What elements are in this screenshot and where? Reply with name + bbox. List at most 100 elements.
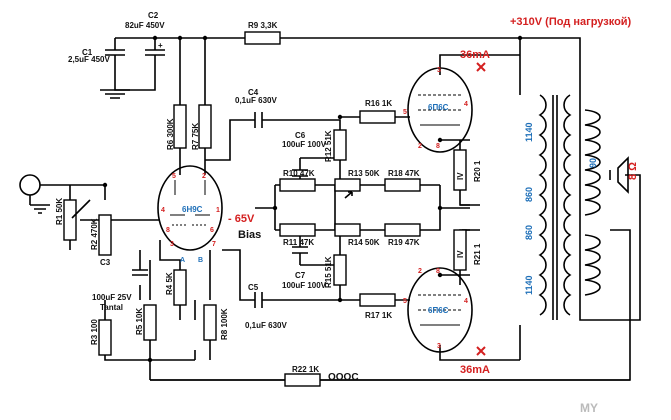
c2-value: 82uF 450V: [125, 21, 165, 30]
c5-label: C5: [248, 283, 259, 292]
R3-body: [98, 319, 112, 356]
driver-pin-1: 1: [216, 207, 220, 214]
R14-body: [334, 223, 361, 237]
supply-voltage: +310V (Под нагрузкой): [510, 16, 632, 28]
c5-value: 0,1uF 630V: [245, 321, 287, 330]
bottom-pin-4: 4: [464, 298, 468, 305]
r3-label: R3 100: [90, 319, 99, 345]
R7-body: [198, 104, 212, 149]
iv-bottom: IV: [456, 250, 465, 258]
driver-pin-4: 4: [161, 207, 165, 214]
c6-value: 100uF 100V: [282, 140, 327, 149]
feedback-label: ОООС: [328, 372, 359, 383]
driver-pin-7: 7: [212, 241, 216, 248]
current-top-label: 36mA: [460, 49, 490, 61]
winding-p3: 860: [524, 225, 534, 240]
r2-label: R2 470K: [90, 218, 99, 250]
capacitors: +: [105, 41, 308, 308]
c3-type: Tantal: [100, 303, 123, 312]
current-marks: [476, 62, 486, 356]
bottom-pin-5: 5: [403, 298, 407, 305]
c6-label: C6: [295, 131, 306, 140]
driver-pin-2: 2: [202, 173, 206, 180]
c1-label: C1: [82, 48, 93, 57]
driver-section-a: A: [180, 257, 185, 264]
c3-value: 100uF 25V: [92, 293, 132, 302]
output-tube-bottom-label: 6П6С: [428, 306, 449, 315]
driver-section-b: B: [198, 257, 203, 264]
R22-body: [284, 373, 321, 387]
r22-label: R22 1K: [292, 365, 319, 374]
output-tube-top: [407, 67, 473, 153]
output-transformer: [538, 94, 629, 320]
R6-body: [173, 104, 187, 149]
bottom-pin-3: 3: [437, 343, 441, 350]
r14-label: R14 50K: [348, 238, 380, 247]
driver-pin-6: 6: [210, 227, 214, 234]
c7-label: C7: [295, 271, 306, 280]
r15-label: R15 51K: [324, 256, 333, 288]
r18-label: R18 47K: [388, 169, 420, 178]
driver-tube-label: 6Н9С: [182, 205, 203, 214]
output-tube-bottom: [407, 267, 473, 353]
R16-body: [359, 110, 396, 124]
R10-body: [279, 178, 316, 192]
R1-body: [63, 199, 77, 241]
R21-body: [453, 229, 467, 271]
winding-p1: 1140: [524, 122, 534, 142]
resistors: [63, 31, 467, 387]
c4-value: 0,1uF 630V: [235, 96, 277, 105]
driver-pin-5: 5: [172, 173, 176, 180]
c4-label: C4: [248, 88, 259, 97]
R15-body: [333, 254, 347, 286]
winding-p4: 1140: [524, 275, 534, 295]
r5-label: R5 10K: [135, 308, 144, 335]
R13-body: [334, 178, 361, 192]
c2-label: C2: [148, 11, 159, 20]
speaker-impedance: 8 Ω: [627, 162, 639, 180]
top-pin-8: 8: [436, 143, 440, 150]
r4-label: R4 5K: [165, 272, 174, 295]
r6-label: R6 300K: [166, 118, 175, 150]
r9-label: R9 3,3K: [248, 21, 278, 30]
r13-label: R13 50K: [348, 169, 380, 178]
top-pin-3: 3: [437, 67, 441, 74]
r1-label: R1 50K: [55, 198, 64, 225]
r11-label: R11 47K: [283, 238, 314, 247]
iv-top: IV: [456, 172, 465, 180]
winding-p2: 860: [524, 187, 534, 202]
top-pin-5: 5: [403, 109, 407, 116]
r17-label: R17 1K: [365, 311, 392, 320]
driver-pin-8: 8: [166, 227, 170, 234]
winding-secondary: 90: [588, 158, 598, 168]
c3-label: C3: [100, 258, 111, 267]
driver-pin-3: 3: [170, 241, 174, 248]
R12-body: [333, 129, 347, 161]
top-pin-2: 2: [418, 143, 422, 150]
bottom-pin-8: 8: [436, 268, 440, 275]
R9-body: [244, 31, 281, 45]
pin-numbers: 5 2 4 1 8 6 3 7 5 3 4 2 8 5 3 4 2 8: [161, 67, 468, 350]
c1-value: 2,5uF 450V: [68, 55, 110, 64]
output-tube-top-label: 6П6С: [428, 103, 449, 112]
signal-source: [19, 174, 41, 205]
r16-label: R16 1K: [365, 99, 392, 108]
bias-label: Bias: [238, 229, 261, 241]
r8-label: R8 100K: [220, 308, 229, 340]
r12-label: R12 51K: [324, 130, 333, 162]
R18-body: [384, 178, 421, 192]
top-pin-4: 4: [464, 101, 468, 108]
r10-label: R10 47K: [283, 169, 315, 178]
svg-text:+: +: [158, 41, 163, 50]
R17-body: [359, 293, 396, 307]
r21-label: R21 1: [473, 243, 482, 265]
current-bottom-label: 36mA: [460, 364, 490, 376]
r19-label: R19 47K: [388, 238, 420, 247]
R11-body: [279, 223, 316, 237]
R20-body: [453, 149, 467, 191]
watermark: MY: [580, 401, 598, 415]
R2-body: [98, 214, 112, 256]
junction-dots: [102, 35, 523, 363]
r20-label: R20 1: [473, 160, 482, 182]
